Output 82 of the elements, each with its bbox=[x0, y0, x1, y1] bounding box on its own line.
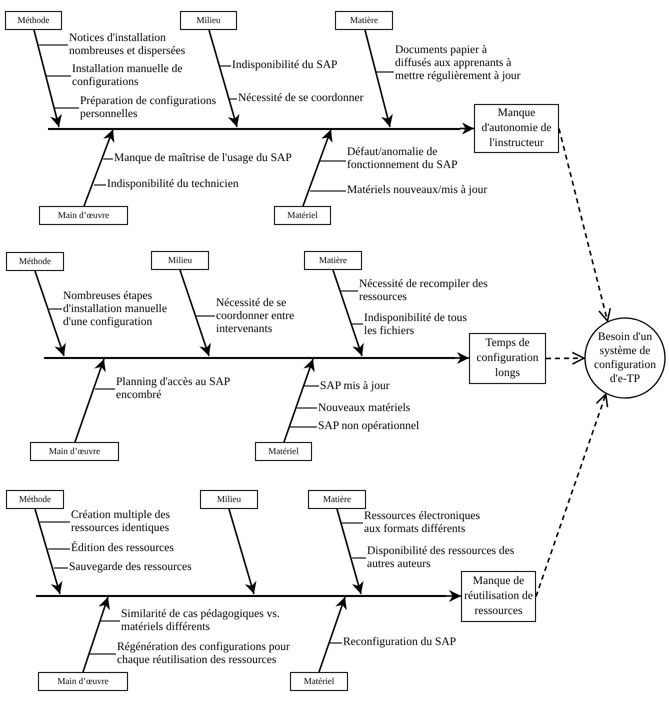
cause-text: Matériels nouveaux/mis à jour bbox=[347, 184, 512, 197]
fishbone-spine bbox=[48, 128, 460, 130]
bone-arrow bbox=[33, 30, 62, 128]
category-box: Matière bbox=[335, 11, 393, 30]
cause-text: Indisponibilité du technicien bbox=[107, 178, 267, 191]
leader-line bbox=[102, 158, 114, 160]
bone-arrow bbox=[318, 596, 347, 672]
category-box: Main d’œuvre bbox=[39, 206, 128, 225]
leader-line bbox=[38, 44, 68, 46]
category-box: Milieu bbox=[200, 490, 258, 509]
dashed-arrow bbox=[558, 128, 612, 322]
cause-text: Reconfiguration du SAP bbox=[343, 636, 478, 649]
category-box: Milieu bbox=[151, 251, 209, 270]
leader-line bbox=[320, 160, 346, 162]
spine-arrow bbox=[455, 352, 469, 364]
effect-box: Manque de réutilisation de ressources bbox=[461, 571, 536, 622]
bone-arrow bbox=[82, 596, 110, 672]
dashed-arrow bbox=[546, 352, 585, 365]
effect-box: Manque d'autonomie de l'instructeur bbox=[474, 104, 559, 153]
cause-text: Défaut/anomalie de fonctionnement du SAP bbox=[347, 146, 467, 172]
bone-arrow bbox=[83, 129, 114, 206]
leader-line bbox=[94, 388, 116, 390]
spine-arrow bbox=[460, 122, 474, 134]
bone-arrow bbox=[208, 30, 240, 128]
leader-line bbox=[100, 620, 120, 622]
leader-line bbox=[310, 190, 346, 192]
cause-text: Nécessité de se coordonner entre intervenants bbox=[216, 297, 328, 336]
dashed-arrow bbox=[535, 393, 608, 597]
leader-line bbox=[340, 522, 364, 524]
cause-text: Nombreuses étapes d'installation manuelle d'une configuration bbox=[63, 290, 193, 329]
cause-text: Disponibilité des ressources des autres auteurs bbox=[367, 545, 517, 571]
bone-arrow bbox=[34, 508, 62, 594]
cause-text: SAP non opérationnel bbox=[318, 420, 448, 433]
category-box: Matière bbox=[304, 251, 362, 270]
leader-line bbox=[290, 426, 318, 428]
bone-arrow bbox=[228, 508, 256, 594]
category-box: Main d’œuvre bbox=[30, 442, 119, 461]
fishbone-spine bbox=[44, 357, 455, 359]
cause-text: Sauvegarde des ressources bbox=[69, 561, 219, 574]
cause-text: Documents papier à diffusés aux apprenants à mettre régulièrement à jour bbox=[395, 44, 523, 83]
bone-arrow bbox=[336, 508, 364, 594]
effect-box: Temps de configuration longs bbox=[469, 333, 546, 384]
cause-text: Ressources électroniques aux formats différents bbox=[364, 510, 499, 536]
cause-text: Indisponibilité du SAP bbox=[232, 59, 357, 72]
bone-arrow bbox=[364, 30, 393, 128]
need-circle: Besoin d'un système de configuration d'e-TP bbox=[584, 317, 666, 399]
cause-text: Édition des ressources bbox=[71, 542, 201, 555]
cause-text: SAP mis à jour bbox=[320, 380, 430, 393]
bone-arrow bbox=[34, 270, 66, 356]
bone-arrow bbox=[283, 358, 315, 442]
bone-arrow bbox=[74, 358, 106, 442]
cause-text: Régénération des configurations pour chaque réutilisation des ressources bbox=[117, 641, 307, 667]
category-box: Méthode bbox=[6, 490, 64, 509]
cause-text: Planning d'accès au SAP encombré bbox=[116, 376, 234, 402]
cause-text: Installation manuelle de configurations bbox=[72, 63, 192, 89]
leader-line bbox=[228, 98, 238, 100]
bone-arrow bbox=[332, 270, 364, 356]
leader-line bbox=[330, 642, 342, 644]
cause-text: Manque de maîtrise de l'usage du SAP bbox=[114, 152, 314, 165]
spine-arrow bbox=[446, 590, 461, 602]
cause-text: Préparation de configurations personnelles bbox=[80, 95, 220, 121]
cause-text: Création multiple des ressources identiques bbox=[71, 509, 206, 535]
cause-text: Nécessité de recompiler des ressources bbox=[359, 278, 489, 304]
cause-text: Similarité de cas pédagogiques vs. matériels différents bbox=[121, 608, 286, 634]
cause-text: Notices d'installation nombreuses et dispersées bbox=[69, 32, 199, 58]
leader-line bbox=[48, 308, 62, 310]
category-box: Main d’œuvre bbox=[38, 672, 128, 691]
category-box: Méthode bbox=[6, 252, 64, 271]
cause-text: Nouveaux matériels bbox=[318, 402, 428, 415]
cause-text: Nécessité de se coordonner bbox=[238, 92, 383, 105]
category-box: Matériel bbox=[255, 442, 312, 461]
bone-arrow bbox=[179, 270, 211, 356]
category-box: Matériel bbox=[290, 672, 348, 691]
category-box: Méthode bbox=[5, 11, 62, 30]
category-box: Matériel bbox=[274, 206, 331, 225]
leader-line bbox=[94, 184, 106, 186]
leader-line bbox=[340, 290, 358, 292]
fishbone-spine bbox=[36, 595, 446, 597]
leader-line bbox=[48, 548, 70, 550]
category-box: Matière bbox=[308, 490, 366, 509]
bone-arrow bbox=[302, 129, 332, 206]
category-box: Milieu bbox=[180, 11, 237, 30]
